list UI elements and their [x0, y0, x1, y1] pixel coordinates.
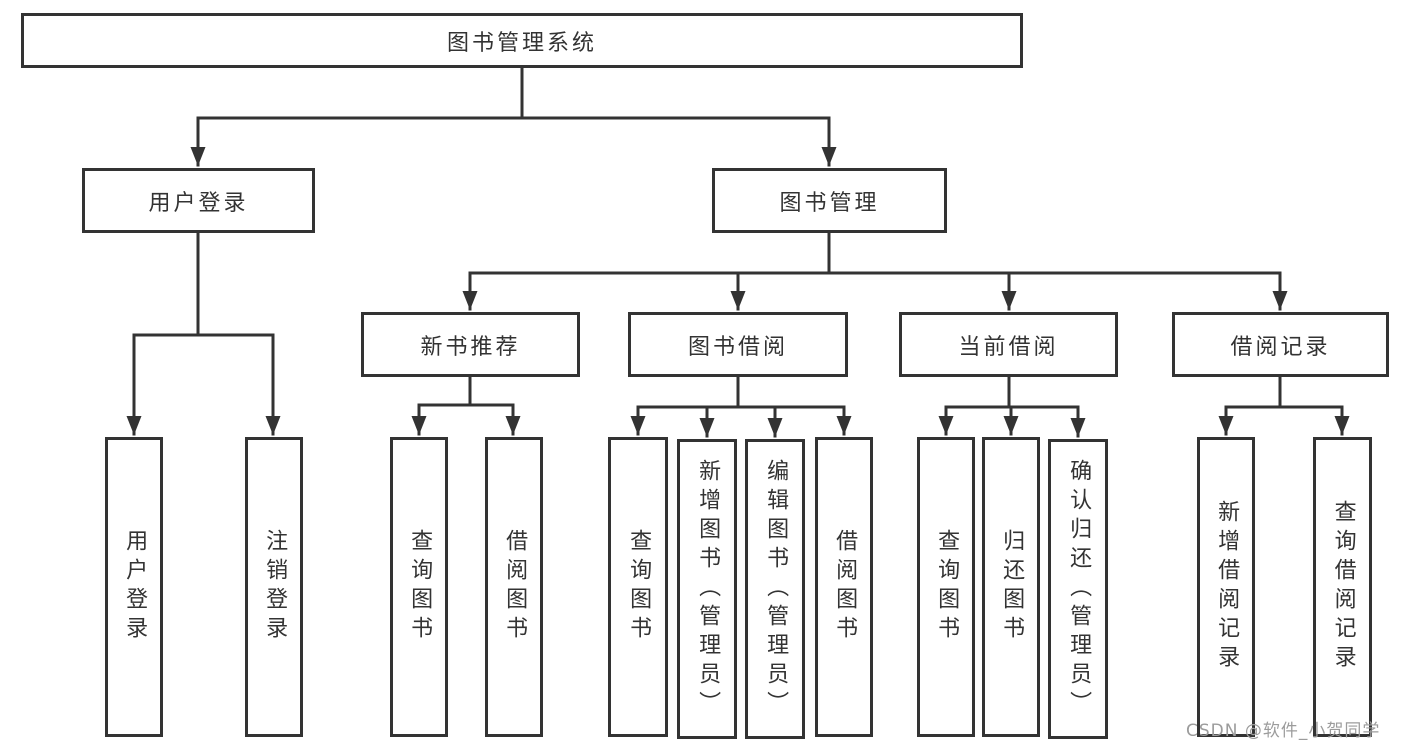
node-label: 借阅图书	[832, 529, 858, 645]
node-label: 确认归还（管理员）	[1066, 458, 1092, 720]
node-borrow-books-recommend: 借阅图书	[485, 437, 543, 737]
node-query-borrow-record: 查询借阅记录	[1313, 437, 1372, 737]
node-query-books-recommend: 查询图书	[390, 437, 448, 737]
node-label: 借阅图书	[502, 529, 528, 645]
node-label: 查询图书	[407, 529, 433, 645]
node-confirm-return-admin: 确认归还（管理员）	[1048, 439, 1108, 739]
node-label: 查询图书	[934, 529, 960, 645]
node-query-books-current: 查询图书	[917, 437, 975, 737]
node-add-books-admin: 新增图书（管理员）	[677, 439, 737, 739]
node-add-borrow-record: 新增借阅记录	[1197, 437, 1255, 737]
node-label: 新增图书（管理员）	[695, 458, 721, 720]
csdn-watermark: CSDN @软件_小贺同学	[1186, 721, 1381, 741]
node-book-management: 图书管理	[712, 168, 947, 233]
node-current-borrowing: 当前借阅	[899, 312, 1118, 377]
node-new-book-recommend: 新书推荐	[361, 312, 580, 377]
node-edit-books-admin: 编辑图书（管理员）	[745, 439, 805, 739]
node-label: 注销登录	[262, 529, 288, 645]
node-label: 新增借阅记录	[1214, 500, 1240, 674]
node-return-books: 归还图书	[982, 437, 1040, 737]
node-query-books-borrowing: 查询图书	[608, 437, 668, 737]
node-label: 编辑图书（管理员）	[763, 458, 789, 720]
node-label: 归还图书	[999, 529, 1025, 645]
node-label: 查询借阅记录	[1330, 500, 1356, 674]
node-book-borrowing: 图书借阅	[628, 312, 848, 377]
node-label: 用户登录	[122, 529, 148, 645]
node-user-login: 用户登录	[82, 168, 315, 233]
node-borrow-books-borrowing: 借阅图书	[815, 437, 873, 737]
node-borrowing-records: 借阅记录	[1172, 312, 1389, 377]
node-logout-leaf: 注销登录	[245, 437, 303, 737]
node-library-management-system: 图书管理系统	[21, 13, 1023, 68]
node-user-login-leaf: 用户登录	[105, 437, 163, 737]
node-label: 查询图书	[626, 529, 652, 645]
